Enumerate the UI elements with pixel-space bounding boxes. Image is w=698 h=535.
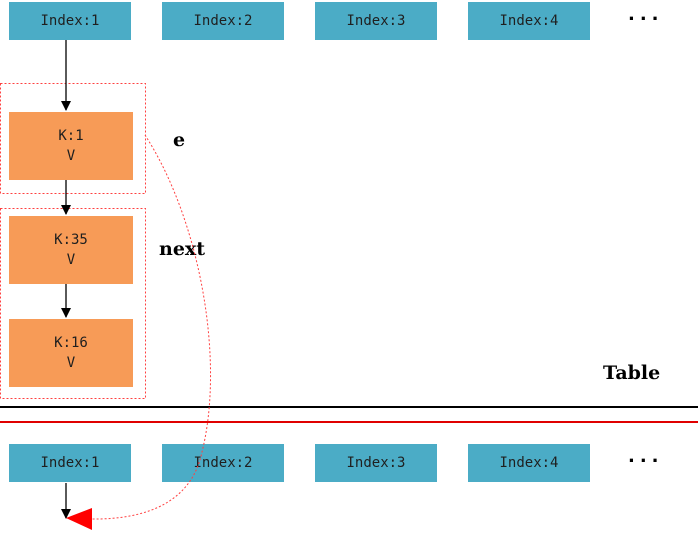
node-k1-key: K:1 — [58, 128, 84, 144]
top-index-1: Index:1 — [9, 2, 131, 40]
top-index-3-label: Index:3 — [346, 13, 406, 29]
bottom-index-1-label: Index:1 — [40, 455, 100, 471]
top-index-4: Index:4 — [468, 2, 590, 40]
dotted-curve-rehash — [89, 134, 212, 520]
top-index-1-label: Index:1 — [40, 13, 100, 29]
dotted-group-next — [0, 208, 146, 399]
next-label: next — [159, 238, 206, 260]
node-k16: K:16 V — [9, 319, 133, 387]
bottom-index-4-label: Index:4 — [499, 455, 559, 471]
node-k1: K:1 V — [9, 112, 133, 180]
node-k35-key: K:35 — [54, 232, 88, 248]
table-label: Table — [603, 362, 661, 384]
top-index-2: Index:2 — [162, 2, 284, 40]
node-k16-value: V — [66, 355, 76, 371]
top-ellipsis: ... — [628, 4, 664, 25]
bottom-index-3-label: Index:3 — [346, 455, 406, 471]
bottom-index-4: Index:4 — [468, 444, 590, 482]
node-k35-value: V — [66, 252, 76, 268]
red-arrowhead — [66, 508, 92, 530]
top-index-4-label: Index:4 — [499, 13, 559, 29]
dotted-group-e — [0, 83, 146, 194]
e-label: e — [173, 129, 186, 151]
bottom-index-3: Index:3 — [315, 444, 437, 482]
bottom-ellipsis: ... — [628, 446, 664, 467]
node-k16-key: K:16 — [54, 335, 88, 351]
node-k35: K:35 V — [9, 216, 133, 284]
bottom-index-2-label: Index:2 — [193, 455, 253, 471]
node-k1-value: V — [66, 148, 76, 164]
bottom-index-2: Index:2 — [162, 444, 284, 482]
top-index-2-label: Index:2 — [193, 13, 253, 29]
top-index-3: Index:3 — [315, 2, 437, 40]
bottom-index-1: Index:1 — [9, 444, 131, 482]
